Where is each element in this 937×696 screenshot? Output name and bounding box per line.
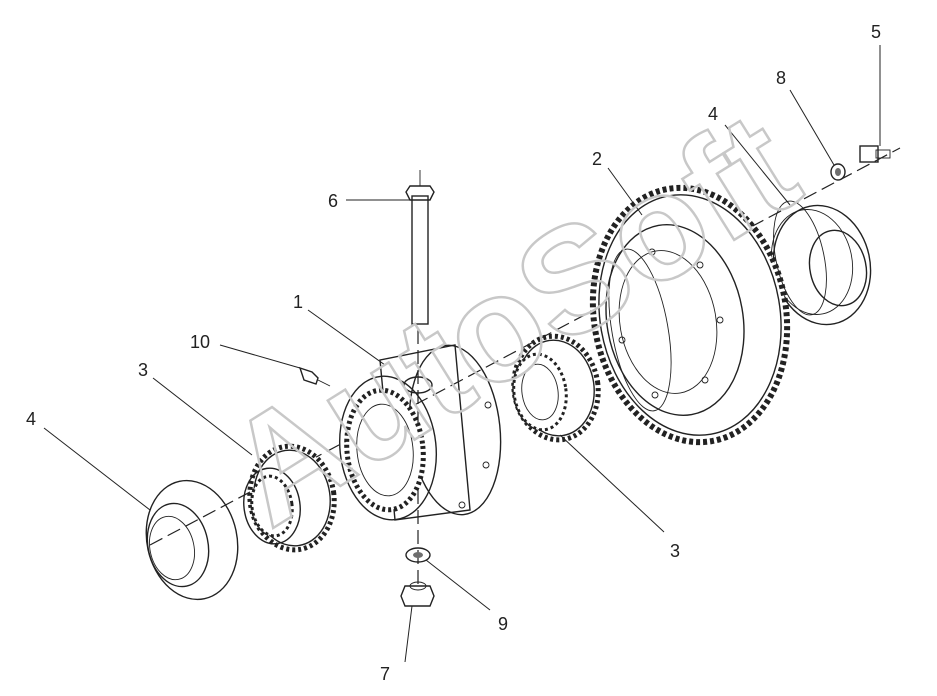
callout-1: 1: [293, 292, 303, 312]
leader-lines: [43, 45, 881, 663]
ring-gear-bolt-holes: [618, 248, 724, 399]
callout-8: 8: [776, 68, 786, 88]
part-3-left-side-gear: [243, 443, 337, 553]
part-2-ring-gear: [589, 184, 791, 446]
part-9-washer: [405, 547, 431, 563]
part-6-bolt: [405, 170, 435, 325]
callout-7: 7: [380, 664, 390, 684]
callout-4-right: 4: [708, 104, 718, 124]
callout-10: 10: [190, 332, 210, 352]
part-8-lock-washer: [830, 163, 846, 181]
callout-2: 2: [592, 149, 602, 169]
part-1-differential-case: [338, 344, 502, 521]
callout-3-right: 3: [670, 541, 680, 561]
callout-labels: 1 2 3 3 4 4 5 6 7 8 9 10: [26, 22, 881, 684]
part-3-right-side-gear: [511, 333, 601, 443]
callout-6: 6: [328, 191, 338, 211]
callout-3-left: 3: [138, 360, 148, 380]
part-10-fitting: [298, 366, 331, 387]
part-5-screw: [859, 145, 891, 163]
part-4-left-thrust-washer: [145, 479, 239, 601]
callout-4-left: 4: [26, 409, 36, 429]
part-7-nut: [400, 581, 435, 607]
callout-9: 9: [498, 614, 508, 634]
callout-5: 5: [871, 22, 881, 42]
